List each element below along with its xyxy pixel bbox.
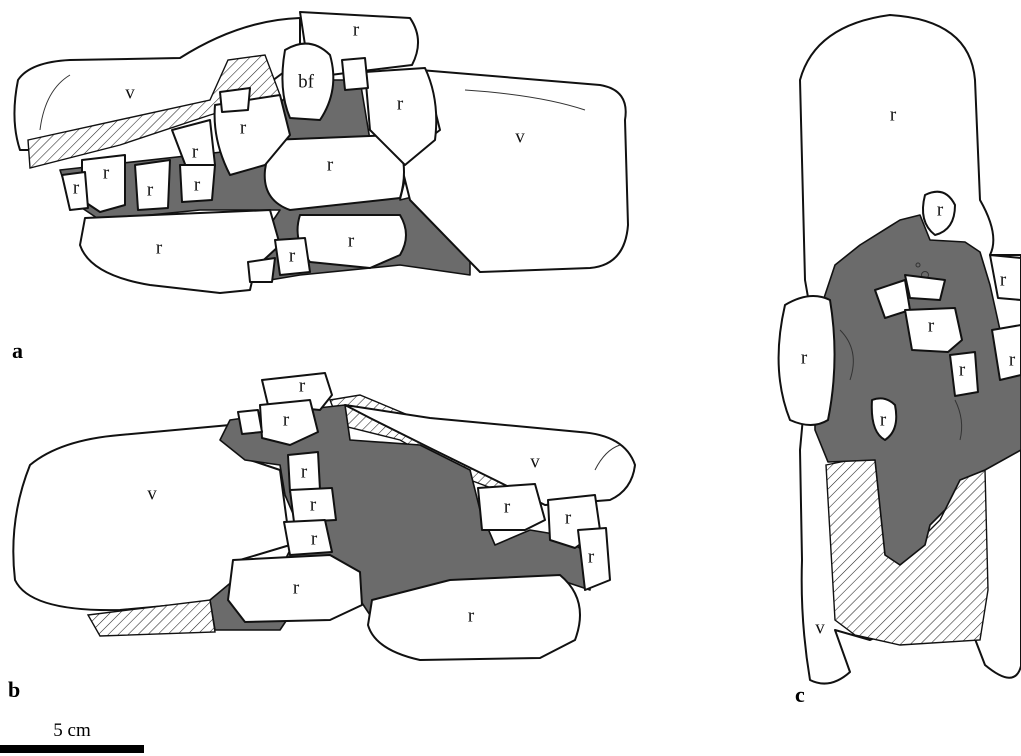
small-rib	[220, 88, 250, 112]
label-rib: r	[327, 155, 334, 176]
label-rib: r	[468, 606, 475, 627]
label-rib: r	[156, 238, 163, 259]
panel-a: v v r bf r r r r r r r r r r r	[14, 12, 628, 293]
panel-label-b: b	[8, 677, 20, 702]
scale-bar-line	[0, 745, 144, 753]
label-rib: r	[880, 410, 887, 431]
small-rib	[238, 410, 262, 434]
small-rib	[478, 484, 545, 530]
label-rib: r	[1009, 350, 1016, 371]
label-rib: r	[310, 495, 317, 516]
central-rib	[265, 135, 404, 210]
label-rib: r	[565, 508, 572, 529]
label-rib: r	[937, 200, 944, 221]
label-rib: r	[801, 348, 808, 369]
small-rib	[284, 520, 332, 555]
label-rib: r	[240, 118, 247, 139]
label-rib: r	[147, 180, 154, 201]
panel-label-c: c	[795, 682, 805, 707]
scale-bar: 5 cm	[0, 720, 144, 753]
label-rib: r	[397, 94, 404, 115]
label-vertebra: v	[530, 452, 540, 473]
label-rib: r	[311, 529, 318, 550]
label-rib: r	[194, 175, 201, 196]
label-rib: r	[103, 163, 110, 184]
label-rib: r	[959, 360, 966, 381]
label-rib: r	[890, 105, 897, 126]
label-rib: r	[348, 231, 355, 252]
small-rib	[248, 258, 275, 282]
label-rib: r	[283, 410, 290, 431]
label-rib: r	[192, 142, 199, 163]
label-rib: r	[1000, 270, 1007, 291]
small-rib	[905, 275, 945, 300]
small-rib	[342, 58, 368, 90]
panel-c: r r r r r r r r v	[779, 15, 1021, 684]
label-rib: r	[588, 547, 595, 568]
label-vertebra: v	[515, 127, 525, 148]
label-rib: r	[289, 246, 296, 267]
label-rib: r	[293, 578, 300, 599]
label-rib: r	[504, 497, 511, 518]
label-rib: r	[299, 376, 306, 397]
label-rib: r	[301, 462, 308, 483]
panel-label-a: a	[12, 338, 23, 363]
label-bone-fragment: bf	[298, 72, 315, 93]
panel-b: r r r r r v v r r r r r	[13, 373, 635, 660]
label-vertebra: v	[125, 83, 135, 104]
label-rib: r	[73, 178, 80, 199]
label-vertebra: v	[147, 484, 157, 505]
label-vertebra: v	[815, 618, 825, 639]
scale-bar-label: 5 cm	[53, 720, 91, 741]
label-rib: r	[928, 316, 935, 337]
label-rib: r	[353, 20, 360, 41]
